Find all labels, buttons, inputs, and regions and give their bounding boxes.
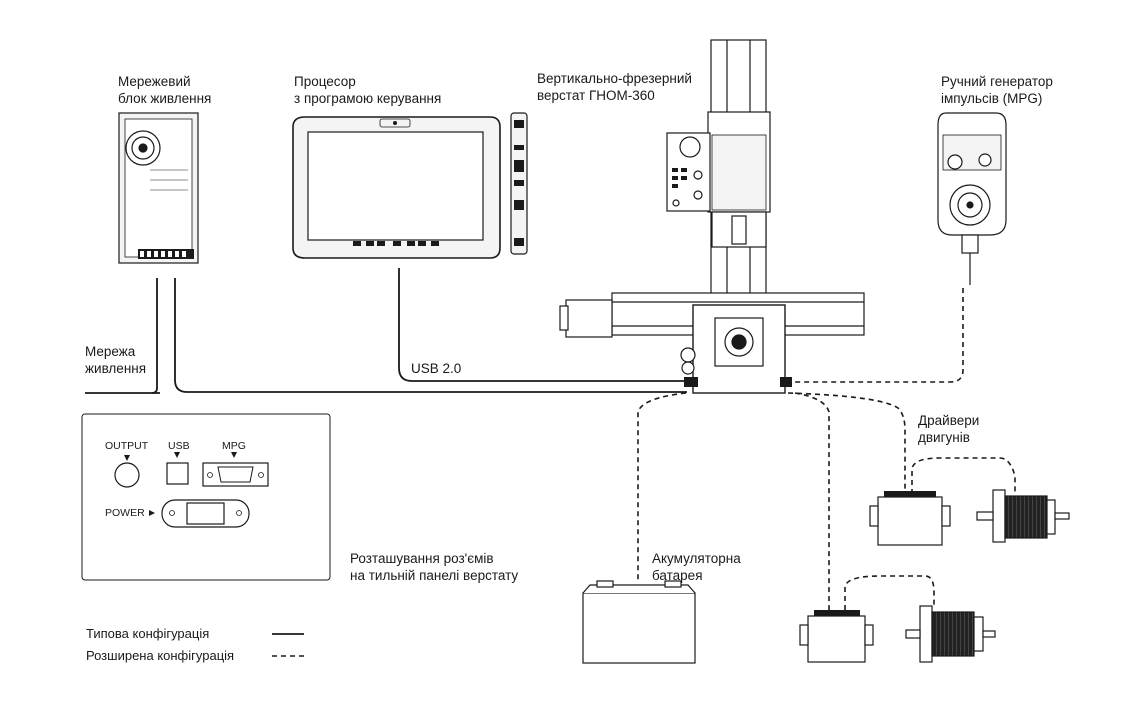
rear-panel-diagram [81, 413, 331, 581]
solid-connections [85, 268, 687, 394]
processor-label: Процесор з програмою керування [294, 73, 441, 107]
psu-wire-1 [151, 278, 158, 394]
drivers-label-line1: Драйвери [918, 413, 980, 428]
legend-typical-label: Типова конфігурація [86, 626, 210, 641]
drivers-label-line2: двигунів [918, 430, 970, 445]
psu-to-machine-line [174, 278, 687, 393]
motor-driver-2 [799, 610, 874, 663]
mains-label-line1: Мережа [85, 344, 136, 359]
psu-label-line2: блок живлення [118, 91, 212, 106]
power-supply-unit [118, 112, 199, 264]
panel-output-label: OUTPUT [105, 440, 149, 452]
machine-label-line1: Вертикально-фрезерний [537, 71, 692, 86]
dashed-connections [637, 288, 1016, 610]
output-connector [114, 462, 140, 488]
connector-layout-line2: на тильній панелі верстату [350, 568, 519, 583]
mains-label: Мережа живлення [85, 343, 146, 377]
psu-label: Мережевий блок живлення [118, 73, 211, 107]
driver-2-line [794, 392, 830, 610]
machine-label: Вертикально-фрезерний верстат ГНОМ-360 [537, 70, 692, 104]
drivers-label: Драйвери двигунів [918, 412, 979, 446]
panel-mpg-label: MPG [222, 440, 246, 452]
milling-machine [559, 39, 865, 394]
processor-tablet [292, 112, 528, 259]
stepper-motor-2 [905, 605, 996, 663]
legend-extended-label: Розширена конфігурація [86, 648, 235, 663]
battery-label-line1: Акумуляторна [652, 551, 741, 566]
usb-connector [166, 462, 189, 485]
mpg-cable-line [790, 288, 964, 383]
machine-label-line2: верстат ГНОМ-360 [537, 88, 655, 103]
battery [582, 580, 696, 664]
usb-line-label: USB 2.0 [411, 361, 462, 376]
connector-layout-label: Розташування роз'ємів на тильній панелі … [350, 550, 518, 584]
battery-label-line2: батарея [652, 568, 703, 583]
panel-usb-label: USB [168, 440, 190, 452]
driver-1-motor-link [911, 457, 1016, 494]
driver-2-motor-link [844, 575, 935, 610]
usb-line [398, 268, 687, 382]
mpg-label: Ручний генератор імпульсів (MPG) [941, 73, 1053, 107]
connector-layout-line1: Розташування роз'ємів [350, 551, 494, 566]
motor-driver-1 [869, 491, 951, 546]
mpg-pendant [937, 112, 1007, 285]
processor-label-line2: з програмою керування [294, 91, 442, 106]
panel-power-label: POWER [105, 507, 145, 519]
psu-label-line1: Мережевий [118, 74, 191, 89]
battery-line [637, 392, 687, 580]
mpg-label-line1: Ручний генератор [941, 74, 1053, 89]
battery-label: Акумуляторна батарея [652, 550, 741, 584]
mains-label-line2: живлення [85, 361, 147, 376]
processor-label-line1: Процесор [294, 74, 356, 89]
driver-1-line [787, 392, 906, 494]
mpg-label-line2: імпульсів (MPG) [941, 91, 1043, 106]
stepper-motor-1 [976, 489, 1070, 543]
